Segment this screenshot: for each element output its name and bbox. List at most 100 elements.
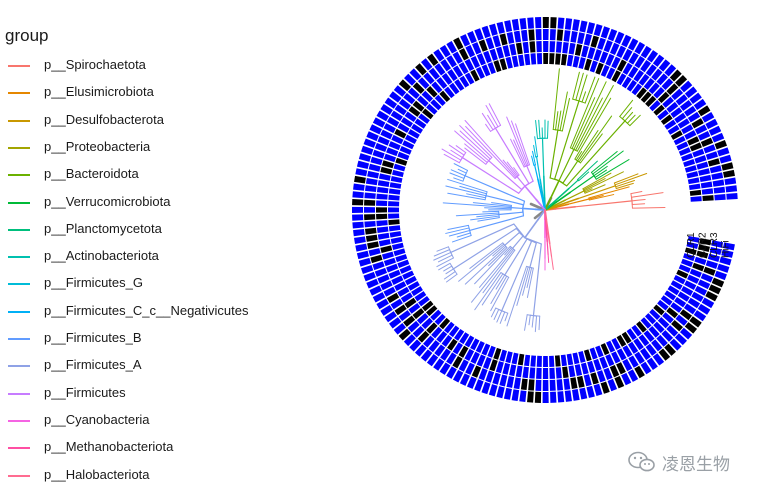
tree-branch	[447, 192, 486, 201]
heatmap-cell	[369, 285, 382, 296]
tree-branch	[513, 139, 526, 167]
heatmap-cell	[383, 123, 396, 134]
heatmap-cell	[398, 98, 411, 110]
heatmap-cell	[407, 87, 420, 100]
tree-branch	[562, 160, 579, 184]
tree-branch	[526, 314, 534, 317]
heatmap-cell	[365, 234, 378, 242]
heatmap-cell	[499, 58, 508, 71]
heatmap-cell	[511, 55, 519, 68]
tree-branch	[459, 130, 491, 160]
tree-branch	[488, 160, 523, 191]
heatmap-cell	[666, 83, 679, 95]
tree-branch	[499, 311, 506, 324]
heatmap-cell	[372, 261, 385, 271]
heatmap-cell	[448, 325, 460, 338]
heatmap-cell	[474, 379, 484, 392]
heatmap-cell	[411, 286, 423, 297]
legend-item: p__Actinobacteriota	[0, 247, 300, 267]
heatmap-cell	[524, 354, 531, 367]
heatmap-cell	[657, 109, 669, 121]
heatmap-cell	[606, 340, 616, 353]
heatmap-cell	[543, 41, 549, 53]
heatmap-cell	[713, 186, 726, 194]
legend-label: p__Desulfobacterota	[44, 111, 164, 127]
heatmap-cell	[606, 67, 616, 80]
heatmap-cell	[404, 134, 417, 144]
heatmap-cell	[681, 286, 694, 296]
tree-branch	[557, 110, 562, 131]
heatmap-cell	[412, 100, 425, 112]
heatmap-cell	[638, 334, 650, 347]
heatmap-cell	[657, 317, 670, 329]
tree-branch	[568, 179, 579, 190]
heatmap-cell	[694, 256, 707, 266]
heatmap-cell	[549, 379, 556, 391]
heatmap-cell	[530, 355, 537, 367]
heatmap-cell	[626, 79, 637, 92]
heatmap-cell	[605, 354, 615, 367]
heatmap-cell	[570, 31, 578, 43]
tree-branch	[547, 253, 550, 264]
heatmap-cell	[368, 163, 381, 172]
heatmap-cell	[616, 362, 626, 375]
heatmap-cell	[421, 317, 433, 330]
tree-branch	[578, 115, 613, 163]
heatmap-cell	[603, 40, 613, 53]
tree-branch	[555, 191, 571, 203]
heatmap-cell	[447, 338, 458, 351]
heatmap-cell	[353, 229, 365, 237]
heatmap-cell	[403, 334, 416, 347]
legend-label: p__Elusimicrobiota	[44, 84, 154, 100]
heatmap-cell	[664, 343, 676, 356]
heatmap-cell	[562, 366, 569, 379]
tree-branch	[455, 212, 500, 217]
heatmap-cell	[596, 370, 606, 383]
tree-branch	[541, 137, 545, 177]
legend-label: p__Planctomycetota	[44, 220, 162, 236]
tree-branch	[590, 151, 618, 173]
heatmap-cell	[436, 77, 448, 89]
heatmap-cell	[395, 254, 408, 263]
heatmap-cell	[676, 269, 689, 279]
heatmap-cell	[428, 340, 440, 353]
heatmap-cell	[363, 271, 376, 282]
heatmap-cell	[421, 300, 434, 312]
tree-branch	[535, 119, 539, 140]
heatmap-cell	[622, 48, 633, 62]
heatmap-cell	[458, 62, 469, 75]
heatmap-cell	[579, 387, 588, 400]
heatmap-cell	[465, 362, 475, 375]
heatmap-cell	[694, 124, 708, 135]
heatmap-cell	[543, 355, 549, 367]
heatmap-cell	[590, 372, 599, 385]
tree-branch	[629, 114, 641, 127]
heatmap-cell	[425, 305, 438, 317]
heatmap-cell	[627, 369, 639, 382]
heatmap-cell	[443, 321, 455, 334]
tree-branch	[575, 97, 603, 151]
heatmap-cell	[679, 99, 693, 111]
heatmap-cell	[471, 42, 482, 55]
legend-label: p__Firmicutes_A	[44, 357, 142, 373]
heatmap-cell	[586, 22, 596, 35]
heatmap-cell	[675, 94, 688, 106]
heatmap-cell	[535, 17, 542, 29]
tree-branch	[554, 197, 580, 208]
tree-branch	[526, 267, 534, 299]
tree-branch	[569, 175, 595, 194]
heatmap-cell	[684, 280, 697, 291]
heatmap-cell	[394, 104, 407, 116]
heatmap-cell	[622, 62, 633, 75]
heatmap-cell	[492, 372, 501, 385]
heatmap-cell	[366, 131, 379, 142]
heatmap-cell	[482, 356, 492, 370]
heatmap-cell	[678, 264, 691, 273]
heatmap-cell	[640, 347, 651, 361]
heatmap-cell	[550, 17, 557, 29]
heatmap-cell	[721, 249, 734, 258]
heatmap-cell	[600, 26, 610, 39]
heatmap-cell	[643, 330, 655, 343]
heatmap-cell	[389, 91, 402, 103]
tree-branch	[494, 127, 530, 184]
